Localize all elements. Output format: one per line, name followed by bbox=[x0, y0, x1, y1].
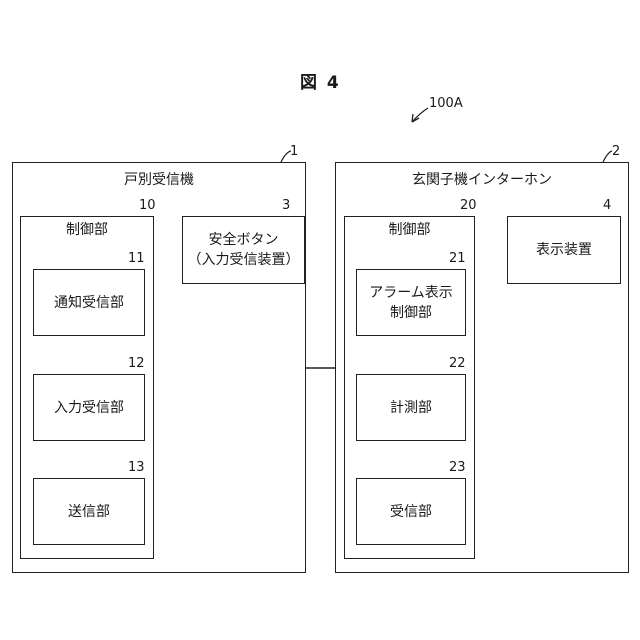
display-device-block: 表示装置 bbox=[507, 216, 621, 284]
alarm-display-controller-block: アラーム表示 制御部 bbox=[356, 269, 466, 336]
receiver-block: 受信部 bbox=[356, 478, 466, 545]
right-controller-ref: 20 bbox=[460, 198, 477, 213]
notification-receiver-block: 通知受信部 bbox=[33, 269, 145, 336]
input-receiver-label: 入力受信部 bbox=[54, 398, 124, 418]
left-controller-title: 制御部 bbox=[20, 220, 154, 240]
input-receiver-block: 入力受信部 bbox=[33, 374, 145, 441]
alarm-display-label: アラーム表示 bbox=[369, 283, 453, 303]
notification-receiver-label: 通知受信部 bbox=[54, 293, 124, 313]
block-12-ref: 12 bbox=[128, 356, 145, 371]
measurement-label: 計測部 bbox=[390, 398, 432, 418]
transmitter-label: 送信部 bbox=[68, 502, 110, 522]
measurement-block: 計測部 bbox=[356, 374, 466, 441]
block-23-ref: 23 bbox=[449, 460, 466, 475]
alarm-display-sublabel: 制御部 bbox=[390, 303, 432, 323]
safety-button-label: 安全ボタン bbox=[209, 230, 279, 250]
block-11-ref: 11 bbox=[128, 251, 145, 266]
safety-button-sublabel: （入力受信装置） bbox=[188, 250, 300, 270]
safety-button-block: 安全ボタン （入力受信装置） bbox=[182, 216, 305, 284]
block-21-ref: 21 bbox=[449, 251, 466, 266]
display-device-label: 表示装置 bbox=[536, 240, 592, 260]
receiver-label: 受信部 bbox=[390, 502, 432, 522]
block-3-ref: 3 bbox=[282, 198, 290, 213]
leader-2 bbox=[603, 151, 612, 162]
left-unit-ref: 1 bbox=[290, 144, 298, 159]
block-4-ref: 4 bbox=[603, 198, 611, 213]
block-13-ref: 13 bbox=[128, 460, 145, 475]
system-ref-label: 100A bbox=[429, 96, 463, 111]
block-22-ref: 22 bbox=[449, 356, 466, 371]
right-unit-title: 玄関子機インターホン bbox=[335, 170, 629, 190]
right-unit-ref: 2 bbox=[612, 144, 620, 159]
left-controller-ref: 10 bbox=[139, 198, 156, 213]
right-controller-title: 制御部 bbox=[344, 220, 475, 240]
left-unit-title: 戸別受信機 bbox=[12, 170, 306, 190]
figure-title: 図 4 bbox=[300, 68, 341, 93]
transmitter-block: 送信部 bbox=[33, 478, 145, 545]
system-ref-arrow bbox=[412, 108, 428, 122]
